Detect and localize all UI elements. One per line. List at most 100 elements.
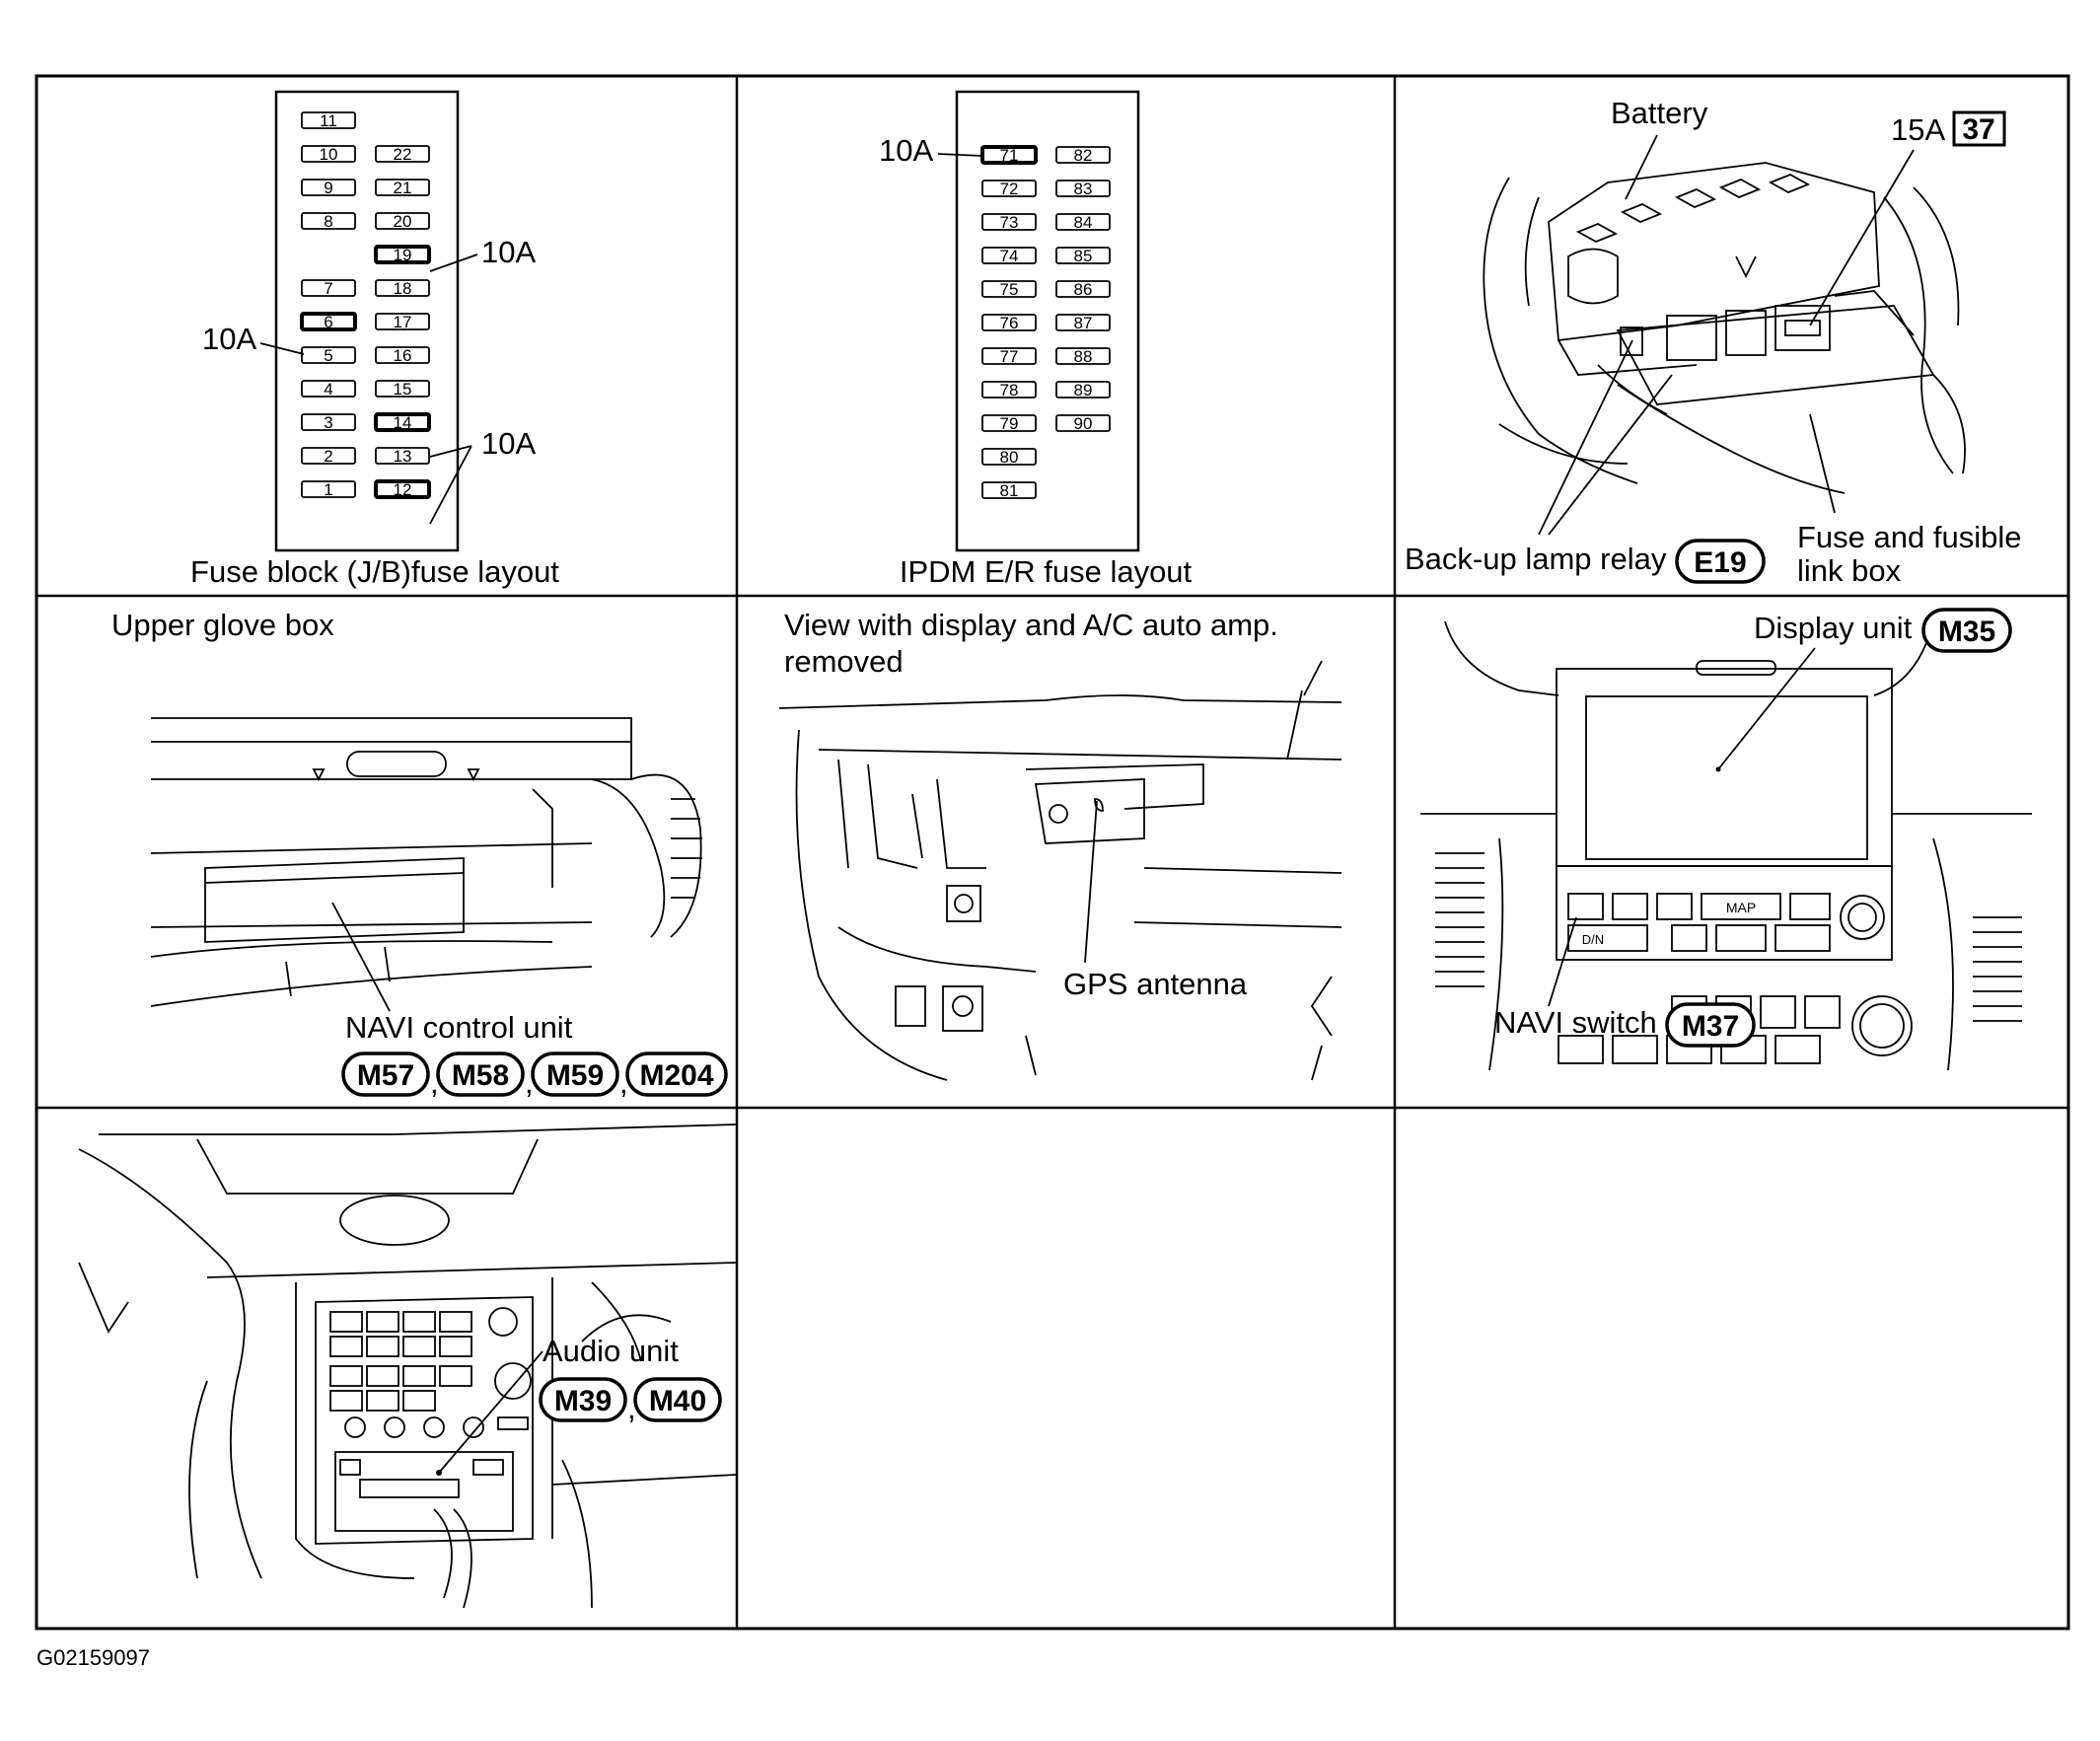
jb-fuse-label: 22 bbox=[394, 145, 412, 164]
ipdm-fuse-79: 79 bbox=[981, 414, 1037, 433]
audio-unit-label: Audio unit bbox=[543, 1334, 679, 1368]
ipdm-fuse-85: 85 bbox=[1055, 247, 1111, 265]
jb-fuse-16: 16 bbox=[375, 346, 430, 365]
connector-separator: , bbox=[619, 1065, 628, 1100]
jb-fuse-3: 3 bbox=[301, 413, 356, 432]
jb-fuse-4: 4 bbox=[301, 380, 356, 399]
connector-M204: M204 bbox=[625, 1052, 728, 1097]
jb-fuse-label: 7 bbox=[324, 279, 332, 298]
navi-control-unit-label: NAVI control unit bbox=[345, 1010, 573, 1045]
ipdm-fuse-label: 75 bbox=[1000, 280, 1019, 299]
connector-M58: M58 bbox=[436, 1052, 525, 1097]
ipdm-fuse-label: 80 bbox=[1000, 448, 1019, 467]
ipdm-fuse-label: 87 bbox=[1074, 314, 1093, 332]
jb-fuse-label: 19 bbox=[394, 246, 412, 264]
jb-fuse-label: 10 bbox=[320, 145, 338, 164]
ipdm-fuse-label: 83 bbox=[1074, 180, 1093, 198]
connector-label: M39 bbox=[554, 1385, 612, 1417]
ipdm-fuse-81: 81 bbox=[981, 481, 1037, 500]
relay-label: Back-up lamp relay bbox=[1405, 542, 1667, 576]
ipdm-fuse-87: 87 bbox=[1055, 314, 1111, 332]
jb-fuse-8: 8 bbox=[301, 212, 356, 231]
ipdm-fuse-75: 75 bbox=[981, 280, 1037, 299]
jb-amp-6: 10A bbox=[202, 322, 256, 356]
jb-fuse-label: 12 bbox=[394, 480, 412, 499]
ipdm-fuse-89: 89 bbox=[1055, 381, 1111, 399]
gps-illustration bbox=[778, 660, 1342, 1081]
jb-callout-19: 10A bbox=[429, 235, 536, 272]
jb-fuse-label: 3 bbox=[324, 413, 332, 432]
ipdm-fuse-label: 76 bbox=[1000, 314, 1019, 332]
ipdm-amp-71: 10A bbox=[879, 133, 933, 168]
display-connector: M35 bbox=[1938, 616, 1995, 648]
panel-upper-glove-box: Upper glove box NAVI contro bbox=[111, 608, 728, 1100]
jb-fuse-label: 8 bbox=[324, 212, 332, 231]
ipdm-fuse-84: 84 bbox=[1055, 213, 1111, 232]
connector-label: M40 bbox=[649, 1385, 706, 1417]
relay-connector-pill bbox=[1675, 539, 1766, 584]
jb-fuse-9: 9 bbox=[301, 179, 356, 197]
jb-fuse-label: 9 bbox=[324, 179, 332, 197]
glovebox-title: Upper glove box bbox=[111, 608, 334, 642]
jb-fuse-19: 19 bbox=[374, 245, 431, 264]
jb-fuse-10: 10 bbox=[301, 145, 356, 164]
ipdm-fuse-label: 74 bbox=[1000, 247, 1019, 265]
ipdm-fuse-77: 77 bbox=[981, 347, 1037, 366]
gps-title-line-1: View with display and A/C auto amp. bbox=[784, 608, 1278, 642]
connector-separator: , bbox=[525, 1065, 534, 1100]
fuse-number: 37 bbox=[1962, 113, 1994, 146]
jb-fuse-label: 2 bbox=[324, 447, 332, 466]
ipdm-fuse-label: 88 bbox=[1074, 347, 1093, 366]
jb-fuse-13: 13 bbox=[375, 447, 430, 466]
connector-label: M57 bbox=[357, 1059, 414, 1092]
ipdm-fuse-label: 77 bbox=[1000, 347, 1019, 366]
gps-title-line-2: removed bbox=[784, 644, 904, 679]
ipdm-fuse-71: 71 bbox=[980, 145, 1038, 165]
glovebox-illustration bbox=[150, 717, 702, 1007]
connector-M40: M40 bbox=[633, 1377, 722, 1422]
panel-audio-unit: Audio unit M39,M40 bbox=[78, 1124, 737, 1609]
ipdm-fuse-88: 88 bbox=[1055, 347, 1111, 366]
ipdm-fuse-label: 78 bbox=[1000, 381, 1019, 399]
jb-fuse-block-outline bbox=[274, 90, 460, 552]
jb-caption: Fuse block (J/B)fuse layout bbox=[190, 554, 559, 589]
gps-antenna-label: GPS antenna bbox=[1063, 967, 1248, 1001]
navi-control-unit-connectors: M57,M58,M59,M204 bbox=[341, 1052, 728, 1100]
audio-illustration bbox=[78, 1124, 737, 1609]
jb-fuse-label: 5 bbox=[324, 346, 332, 365]
ipdm-fuse-76: 76 bbox=[981, 314, 1037, 332]
ipdm-fuse-78: 78 bbox=[981, 381, 1037, 399]
ipdm-fuse-label: 79 bbox=[1000, 414, 1019, 433]
ipdm-fuse-label: 71 bbox=[1000, 146, 1019, 165]
ipdm-fuse-label: 84 bbox=[1074, 213, 1093, 232]
dn-button-label: D/N bbox=[1582, 932, 1604, 947]
panel-display-unit: MAP D/N Display unit M35 NAVI switch M37 bbox=[1420, 608, 2032, 1071]
jb-fuse-20: 20 bbox=[375, 212, 430, 231]
ipdm-fuse-label: 73 bbox=[1000, 213, 1019, 232]
panel-battery-area: Battery 15A 37 Back-up lamp relay E19 Fu… bbox=[1405, 96, 2021, 588]
jb-fuse-label: 1 bbox=[324, 480, 332, 499]
ipdm-fuse-80: 80 bbox=[981, 448, 1037, 467]
connector-M57: M57 bbox=[341, 1052, 430, 1097]
jb-amp-19: 10A bbox=[481, 235, 536, 269]
jb-fuse-14: 14 bbox=[374, 412, 431, 432]
panel-gps-antenna: View with display and A/C auto amp. remo… bbox=[778, 608, 1342, 1081]
ipdm-fuse-90: 90 bbox=[1055, 414, 1111, 433]
jb-fuse-22: 22 bbox=[375, 145, 430, 164]
jb-fuse-1: 1 bbox=[301, 480, 356, 499]
jb-fuse-5: 5 bbox=[301, 346, 356, 365]
ipdm-fuse-83: 83 bbox=[1055, 180, 1111, 198]
jb-fuse-11: 11 bbox=[301, 111, 356, 130]
ipdm-fuse-label: 81 bbox=[1000, 481, 1019, 500]
jb-fuse-15: 15 bbox=[375, 380, 430, 399]
jb-fuse-label: 6 bbox=[324, 313, 332, 331]
figure-id: G02159097 bbox=[36, 1645, 150, 1670]
jb-callout-14-12: 10A bbox=[429, 426, 536, 525]
fuse-box-label-2: link box bbox=[1797, 553, 1902, 588]
jb-amp-14-12: 10A bbox=[481, 426, 536, 461]
panel-grid bbox=[35, 74, 2070, 1631]
ipdm-fuse-label: 85 bbox=[1074, 247, 1093, 265]
navi-switch-label: NAVI switch bbox=[1494, 1005, 1657, 1040]
